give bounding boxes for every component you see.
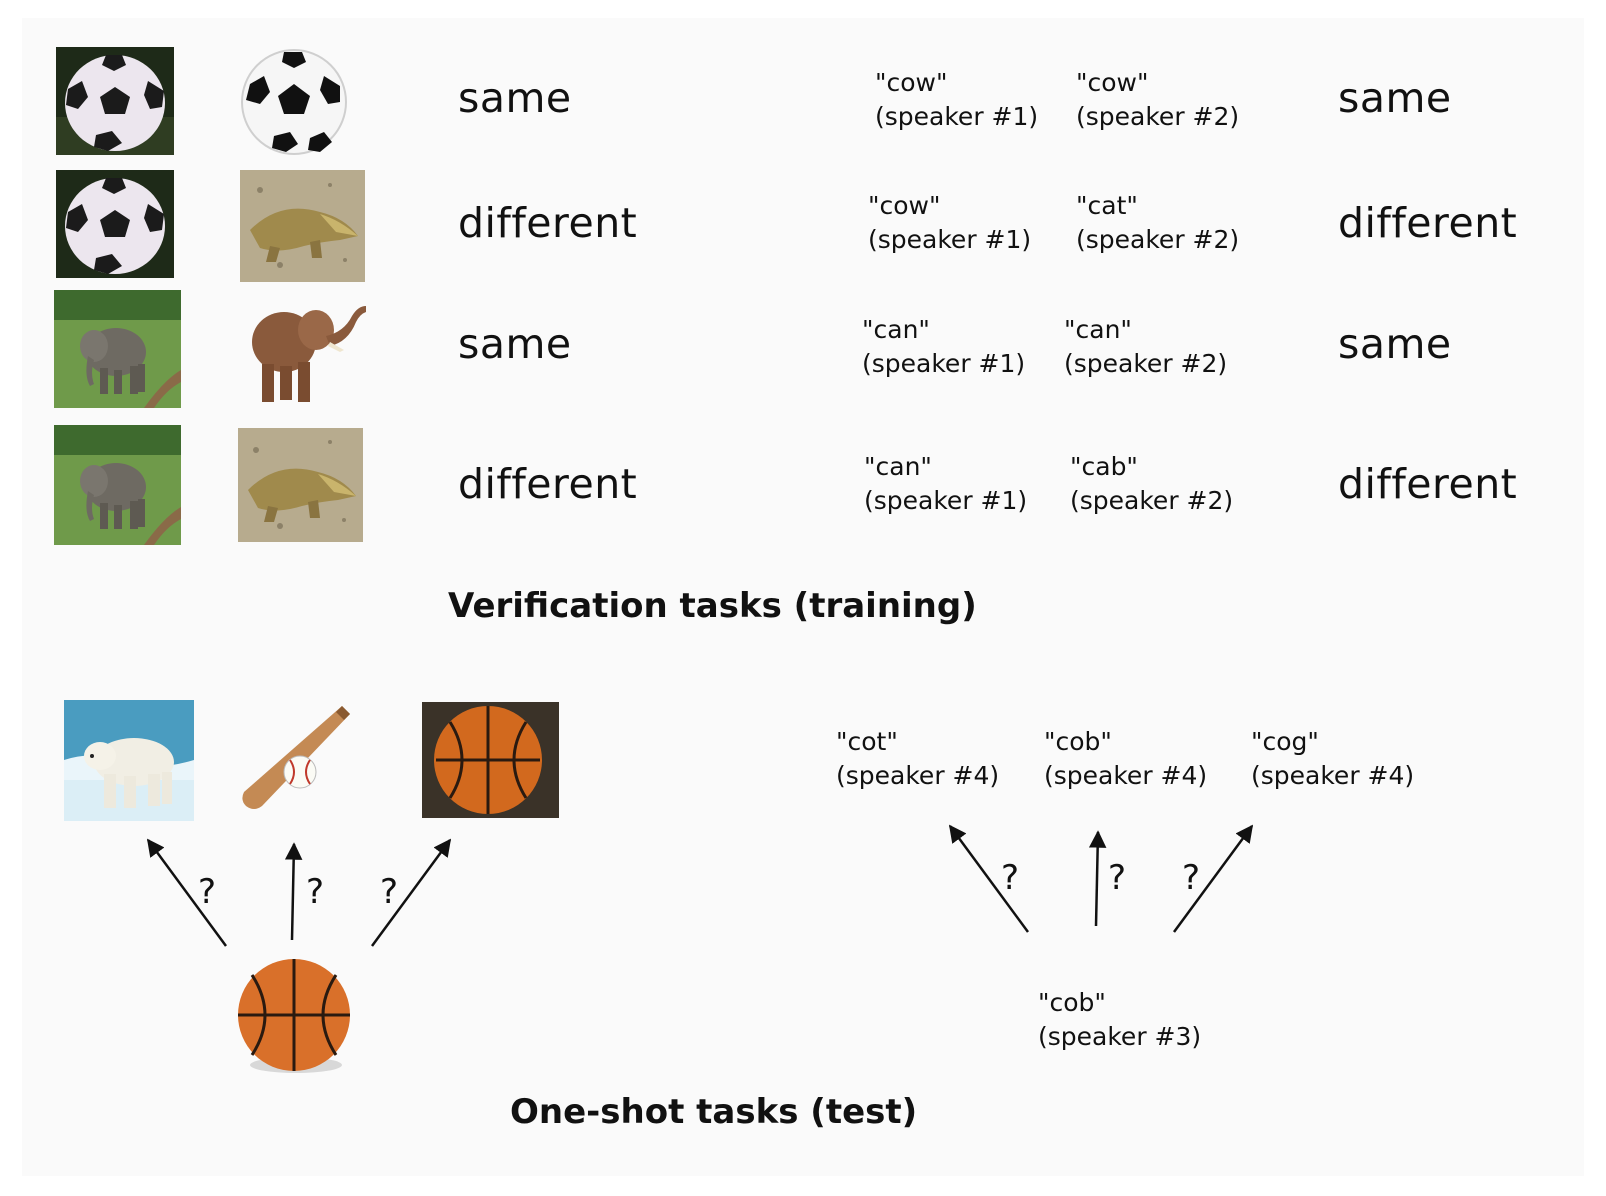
audio-word-b: "cab" (speaker #2) [1070, 450, 1233, 518]
audio-word-a: "can" (speaker #1) [864, 450, 1027, 518]
elephant-image [54, 425, 181, 545]
word-text: "cat" [1076, 191, 1138, 220]
question-mark: ? [380, 872, 399, 912]
speaker-text: (speaker #2) [1076, 225, 1240, 254]
question-mark: ? [1001, 858, 1020, 898]
speaker-text: (speaker #4) [836, 761, 1000, 790]
question-mark: ? [306, 872, 325, 912]
speaker-text: (speaker #1) [875, 102, 1039, 131]
audio-candidate: "cob" (speaker #4) [1044, 725, 1207, 793]
speaker-text: (speaker #3) [1038, 1022, 1202, 1051]
image-pair-label: same [458, 74, 572, 122]
crocodile-image [240, 170, 365, 282]
speaker-text: (speaker #4) [1251, 761, 1415, 790]
elephant-image [54, 290, 181, 408]
audio-pair-label: same [1338, 320, 1452, 368]
audio-pair-label: different [1338, 460, 1518, 508]
image-pair-label: same [458, 320, 572, 368]
audio-candidate: "cog" (speaker #4) [1251, 725, 1414, 793]
image-pair-label: different [458, 199, 638, 247]
speaker-text: (speaker #1) [868, 225, 1032, 254]
word-text: "cab" [1070, 452, 1138, 481]
baseball-bat-image [232, 702, 352, 814]
word-text: "cot" [836, 727, 898, 756]
elephant-image [240, 292, 372, 408]
speaker-text: (speaker #1) [864, 486, 1028, 515]
word-text: "can" [862, 315, 930, 344]
speaker-text: (speaker #2) [1070, 486, 1234, 515]
soccer-ball-image [56, 170, 174, 278]
word-text: "cow" [868, 191, 941, 220]
crocodile-image [238, 428, 363, 542]
word-text: "cow" [1076, 68, 1149, 97]
oneshot-heading: One-shot tasks (test) [510, 1092, 918, 1132]
word-text: "cog" [1251, 727, 1319, 756]
audio-word-b: "cow" (speaker #2) [1076, 66, 1239, 134]
audio-pair-label: different [1338, 199, 1518, 247]
audio-word-b: "cat" (speaker #2) [1076, 189, 1239, 257]
image-pair-label: different [458, 460, 638, 508]
basketball-query-image [230, 955, 360, 1079]
audio-pair-label: same [1338, 74, 1452, 122]
audio-word-a: "cow" (speaker #1) [868, 189, 1031, 257]
audio-candidate: "cot" (speaker #4) [836, 725, 999, 793]
word-text: "can" [864, 452, 932, 481]
question-mark: ? [1182, 858, 1201, 898]
soccer-ball-image [240, 44, 348, 158]
word-text: "cob" [1044, 727, 1112, 756]
audio-query: "cob" (speaker #3) [1038, 986, 1201, 1054]
verification-heading: Verification tasks (training) [448, 586, 977, 626]
question-mark: ? [1108, 858, 1127, 898]
word-text: "cob" [1038, 988, 1106, 1017]
speaker-text: (speaker #2) [1064, 349, 1228, 378]
soccer-ball-image [56, 47, 174, 155]
speaker-text: (speaker #2) [1076, 102, 1240, 131]
polar-bear-image [64, 700, 194, 821]
word-text: "can" [1064, 315, 1132, 344]
speaker-text: (speaker #4) [1044, 761, 1208, 790]
audio-word-a: "cow" (speaker #1) [875, 66, 1038, 134]
speaker-text: (speaker #1) [862, 349, 1026, 378]
question-mark: ? [198, 872, 217, 912]
audio-word-b: "can" (speaker #2) [1064, 313, 1227, 381]
basketball-image [422, 702, 559, 818]
word-text: "cow" [875, 68, 948, 97]
audio-word-a: "can" (speaker #1) [862, 313, 1025, 381]
